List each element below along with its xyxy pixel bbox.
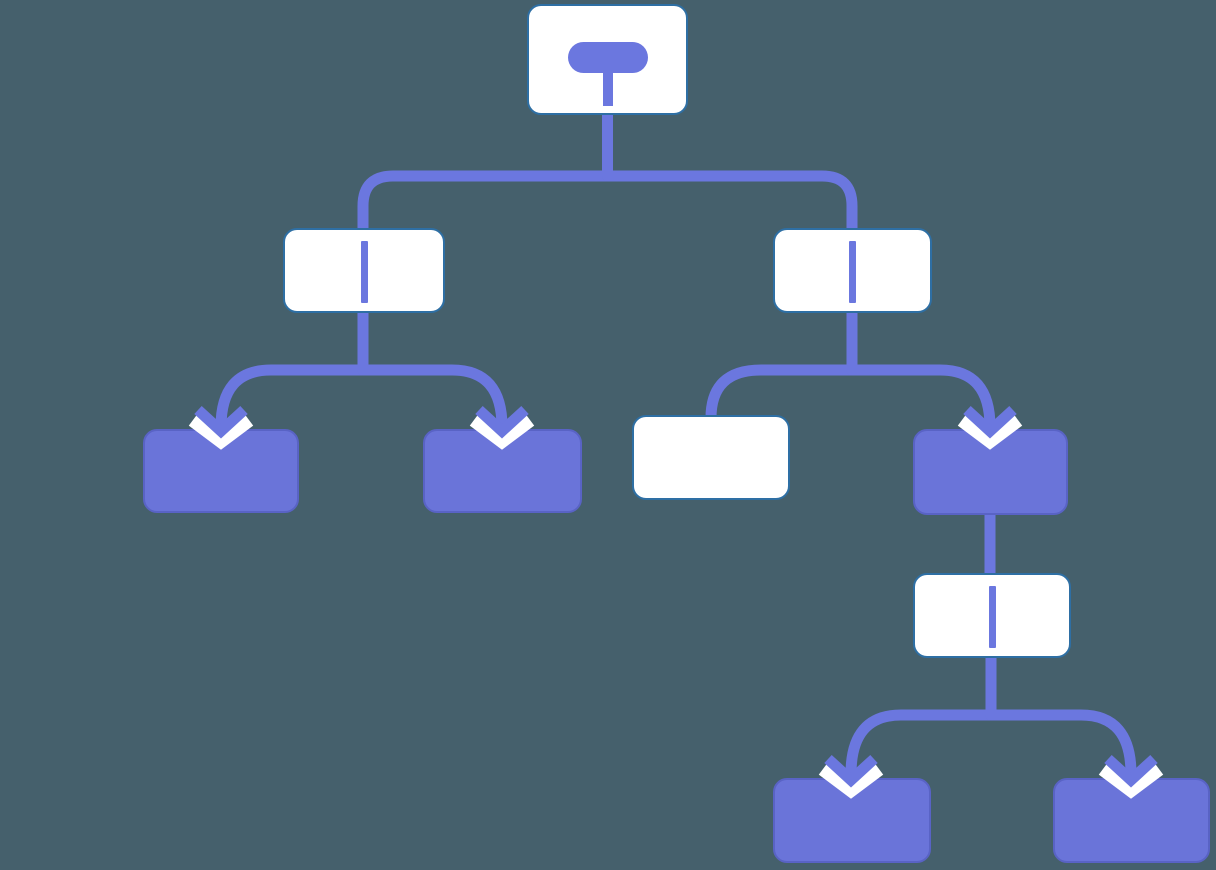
flow-node-child-plain[interactable]	[632, 415, 790, 500]
flow-node-branch-lower[interactable]	[913, 573, 1071, 658]
flow-node-branch-right[interactable]	[773, 228, 932, 313]
flow-node-branch-left[interactable]	[283, 228, 445, 313]
edge-branch-right-to-child-plain[interactable]	[705, 311, 858, 419]
node-inner-line	[360, 241, 368, 303]
edge-root-to-branch-right[interactable]	[602, 112, 858, 231]
flow-node-leaf-2[interactable]	[423, 429, 582, 513]
flow-node-root[interactable]	[527, 4, 688, 115]
flow-node-leaf-1[interactable]	[143, 429, 299, 513]
edge-root-to-branch-left[interactable]	[357, 112, 613, 231]
flow-node-leaf-4[interactable]	[1053, 778, 1210, 863]
node-pill-shape	[567, 42, 648, 73]
node-pill-stem	[602, 72, 613, 106]
node-inner-line	[988, 586, 996, 648]
flow-node-leaf-3[interactable]	[773, 778, 931, 863]
flow-node-branch-mid[interactable]	[913, 429, 1068, 515]
node-inner-line	[849, 241, 856, 303]
